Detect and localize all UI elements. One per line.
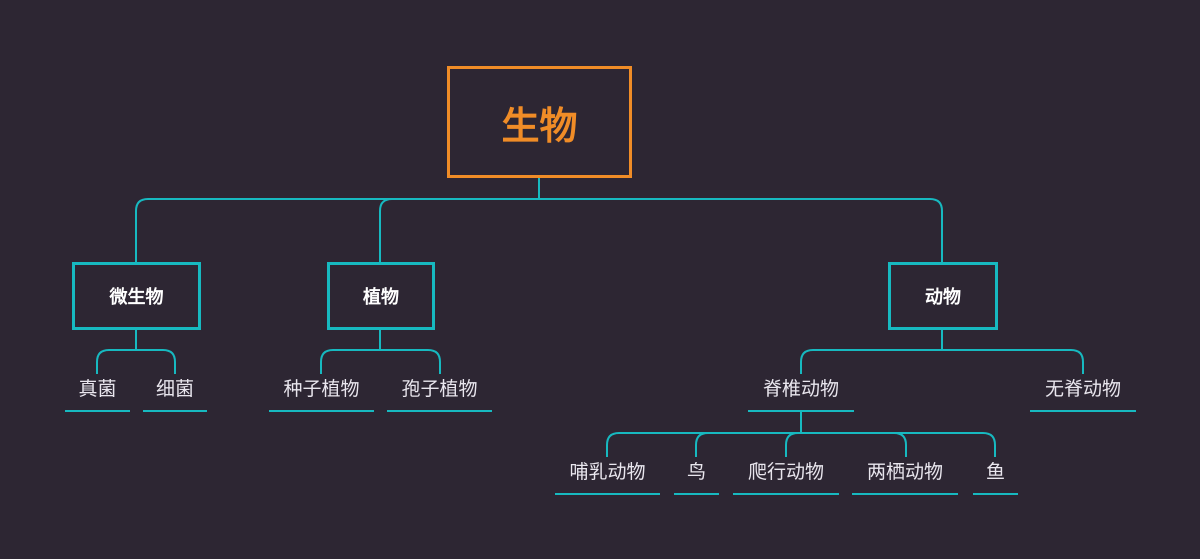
- connector-vert-bird: [695, 432, 801, 457]
- root-node: 生物: [447, 66, 632, 178]
- connector-animals-left: [800, 349, 942, 374]
- leaf-fungi: 真菌: [65, 377, 130, 412]
- connector-microbes-left: [96, 349, 136, 374]
- leaf-vertebrates: 脊椎动物: [748, 377, 854, 412]
- connector-plants-left: [320, 349, 380, 374]
- node-microbes-label: 微生物: [109, 287, 164, 308]
- leaf-seed-plants: 种子植物: [269, 377, 374, 412]
- connector-vert-fish: [801, 432, 996, 457]
- connector-vert-mammal: [606, 432, 801, 457]
- node-microbes: 微生物: [72, 262, 201, 330]
- leaf-reptiles: 爬行动物: [733, 460, 839, 495]
- node-plants: 植物: [327, 262, 435, 330]
- connector-vert-reptile: [785, 432, 801, 457]
- connector-animals-right: [942, 349, 1084, 374]
- leaf-amphibians: 两栖动物: [852, 460, 958, 495]
- leaf-invertebrates: 无脊动物: [1030, 377, 1136, 412]
- leaf-birds: 鸟: [674, 460, 719, 495]
- leaf-mammals: 哺乳动物: [555, 460, 660, 495]
- connector-vert-amphibian: [801, 432, 907, 457]
- node-animals: 动物: [888, 262, 998, 330]
- leaf-spore-plants: 孢子植物: [387, 377, 492, 412]
- leaf-fish: 鱼: [973, 460, 1018, 495]
- leaf-bacteria: 细菌: [143, 377, 207, 412]
- connector-root-microbes: [135, 198, 539, 262]
- node-animals-label: 动物: [925, 287, 961, 308]
- node-plants-label: 植物: [363, 287, 399, 308]
- connector-root-animals: [539, 198, 943, 262]
- connector-plants-right: [380, 349, 441, 374]
- root-label: 生物: [501, 103, 578, 148]
- connector-root-plants: [379, 198, 539, 262]
- connector-microbes-right: [136, 349, 176, 374]
